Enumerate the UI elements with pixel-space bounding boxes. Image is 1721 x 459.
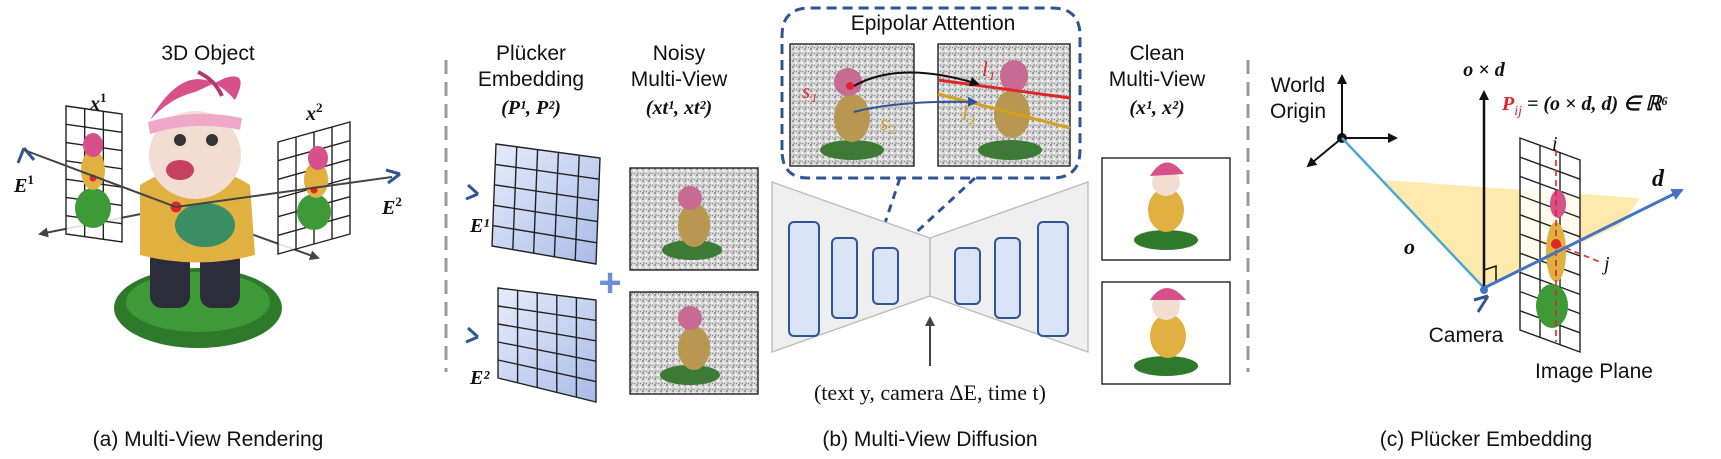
frustum-cone	[1383, 180, 1640, 288]
panel-a: 3D Object	[13, 42, 402, 451]
o-label: o	[1404, 234, 1415, 259]
plucker-camera2-label: E²	[469, 367, 490, 389]
epipolar-title: Epipolar Attention	[851, 12, 1016, 35]
world-origin-line1: World	[1271, 74, 1325, 97]
i-label: i	[1552, 133, 1558, 155]
noisy-image-2	[629, 291, 759, 395]
camera-icon	[1473, 294, 1490, 313]
plucker-equation: Pij = (o × d, d) ∈ ℝ⁶	[1501, 93, 1668, 119]
view1-label: x1	[89, 90, 107, 115]
l2-label: l₂	[962, 101, 975, 125]
panel-b-caption: (b) Multi-View Diffusion	[822, 428, 1037, 451]
camera-label: Camera	[1429, 324, 1504, 347]
l1-label: l₁	[982, 57, 995, 81]
epipolar-image-2	[937, 43, 1071, 167]
s2-label: s₂	[880, 111, 895, 135]
j-label: j	[1601, 253, 1610, 275]
image-plane	[1519, 136, 1601, 354]
axis-diagonal	[1306, 137, 1343, 168]
clean-image-2	[1101, 281, 1231, 385]
plucker-title-line2: Embedding	[478, 68, 584, 91]
s1-label: s₁	[802, 79, 817, 103]
plus-sign: +	[598, 261, 621, 305]
o-vector	[1341, 137, 1485, 289]
camera2-ray	[175, 176, 393, 208]
d-label: d	[1652, 166, 1665, 192]
noisy-title-line1: Noisy	[653, 42, 706, 65]
right-angle-mark	[1483, 264, 1497, 282]
cross-product-label: o × d	[1463, 59, 1505, 81]
plucker-title-line1: Plücker	[496, 42, 566, 65]
clean-title-line2: Multi-View	[1109, 68, 1206, 91]
epipolar-arrow-1	[853, 71, 980, 87]
panel-c-caption: (c) Plücker Embedding	[1380, 428, 1592, 451]
view-plane-1	[65, 105, 123, 243]
panel-a-title: 3D Object	[161, 42, 255, 65]
image-plane-label: Image Plane	[1535, 360, 1653, 383]
camera2-label: E2	[381, 194, 402, 219]
epipolar-arrow-2	[853, 96, 978, 113]
epipolar-image-1	[789, 43, 915, 167]
gnome-object-image	[114, 70, 282, 348]
plucker-grid-2	[497, 287, 597, 403]
condition-text: (text y, camera ΔE, time t)	[814, 380, 1046, 405]
noisy-math: (xt¹, xt²)	[646, 97, 712, 119]
clean-math: (x¹, x²)	[1129, 97, 1184, 119]
world-origin-line2: Origin	[1270, 100, 1326, 123]
camera-icon	[385, 168, 401, 185]
plucker-math: (P¹, P²)	[501, 97, 561, 119]
noisy-title-line2: Multi-View	[631, 68, 728, 91]
d-vector	[1483, 188, 1684, 290]
callout-connector-right	[908, 176, 977, 240]
clean-title-line1: Clean	[1130, 42, 1185, 65]
plucker-grid-1	[491, 143, 601, 265]
camera1-ray	[23, 149, 177, 208]
view2-label: x2	[305, 100, 323, 125]
clean-image-1	[1101, 157, 1231, 261]
camera-icon	[465, 183, 480, 201]
panel-a-caption: (a) Multi-View Rendering	[93, 428, 324, 451]
camera-icon	[465, 326, 480, 344]
panel-b: Plücker Embedding (P¹, P²) Noisy Multi-V…	[465, 6, 1231, 451]
unet-diagram	[771, 181, 1089, 353]
plucker-camera1-label: E¹	[469, 215, 489, 237]
callout-connector-left	[878, 177, 902, 239]
camera-center	[1480, 286, 1488, 294]
noisy-image-1	[629, 167, 759, 271]
panel-c: World Origin o o × d i j	[1270, 59, 1684, 451]
camera1-label: E1	[13, 172, 34, 197]
